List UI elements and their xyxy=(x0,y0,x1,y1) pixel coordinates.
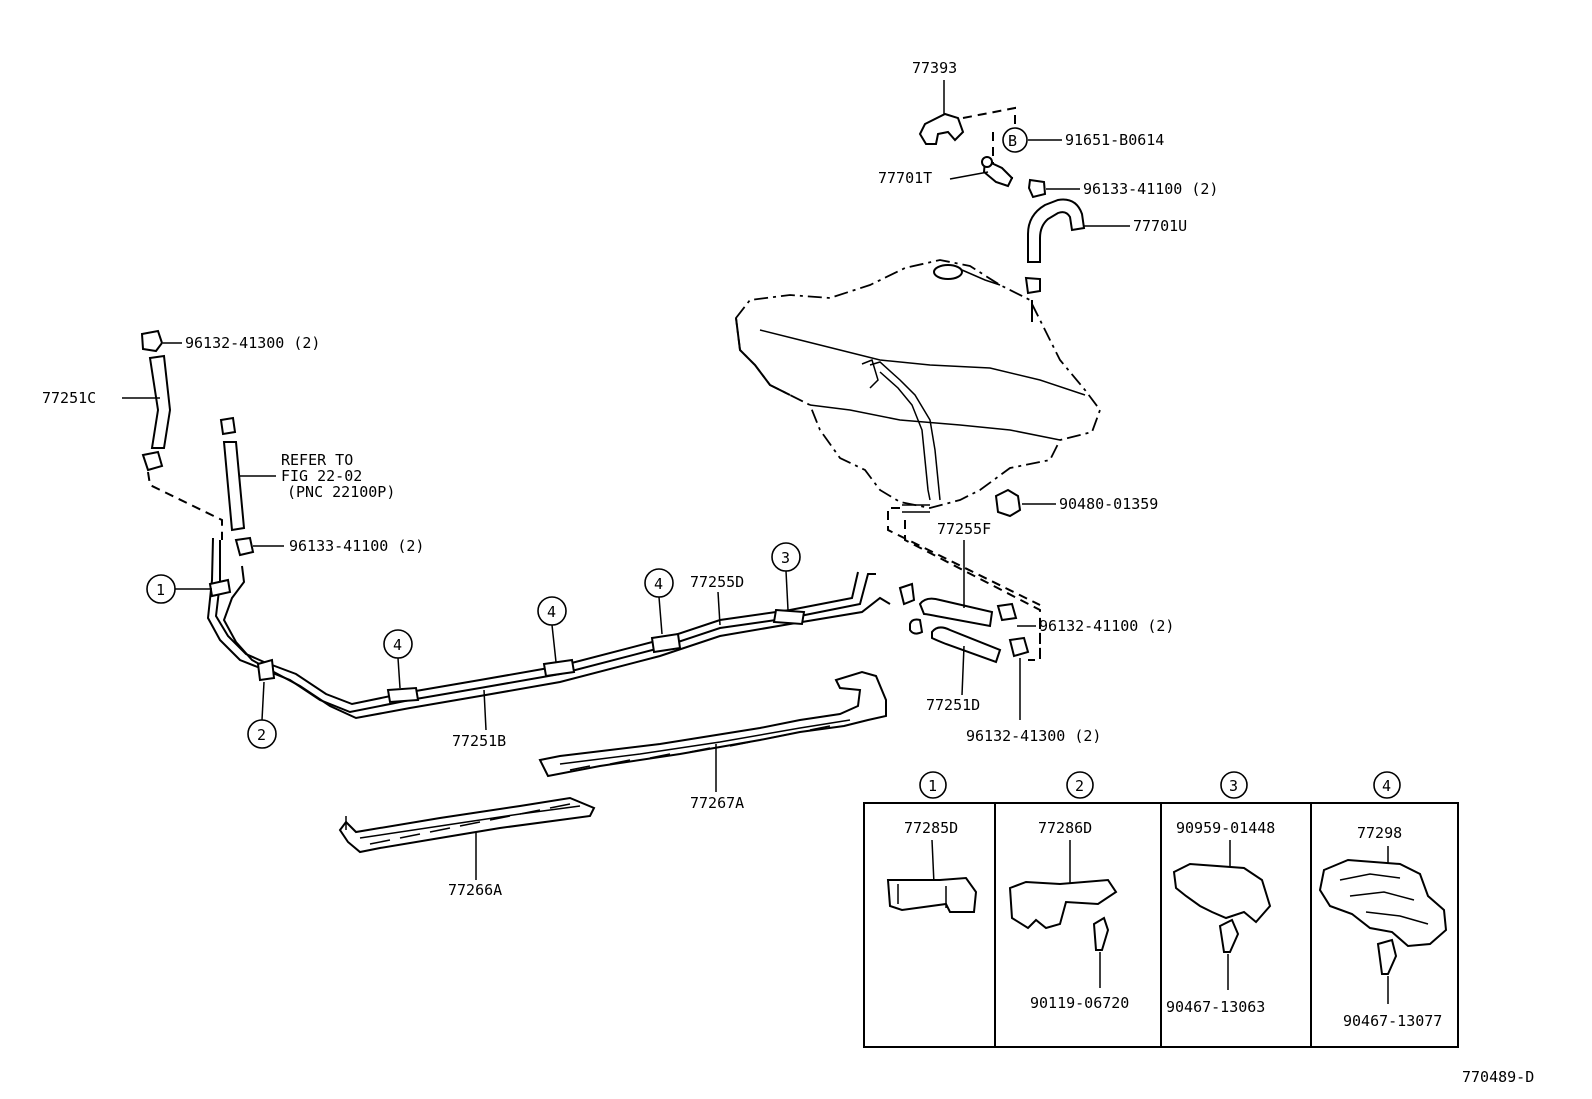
clamp-77298[interactable] xyxy=(1318,858,1448,948)
label-77251d: 77251D xyxy=(926,696,980,714)
callout-4c-label: 4 xyxy=(654,575,663,593)
label-77251b: 77251B xyxy=(452,732,506,750)
clip-96132-bottom[interactable] xyxy=(1008,636,1030,658)
label-pnc-22100p: (PNC 22100P) xyxy=(287,483,395,501)
label-77255d: 77255D xyxy=(690,573,744,591)
hose-77701u[interactable] xyxy=(1027,198,1086,263)
label-77701u: 77701U xyxy=(1133,217,1187,235)
bracket-77393[interactable] xyxy=(918,112,965,145)
label-77393: 77393 xyxy=(912,59,957,77)
label-90480-01359: 90480-01359 xyxy=(1059,495,1158,513)
clamp-90959-01448[interactable] xyxy=(1172,862,1272,924)
label-91651-b0614: 91651-B0614 xyxy=(1065,131,1164,149)
callout-4a-label: 4 xyxy=(393,636,402,654)
diagram-id: 770489-D xyxy=(1462,1068,1534,1086)
clamp-77285d[interactable] xyxy=(886,876,978,913)
detail-4-bolt-label: 90467-13077 xyxy=(1343,1012,1442,1030)
clip-96133-top[interactable] xyxy=(1027,178,1047,199)
detail-3-clamp-label: 90959-01448 xyxy=(1176,819,1275,837)
label-77701t: 77701T xyxy=(878,169,932,187)
fuel-tank[interactable] xyxy=(735,259,1102,513)
grommet-90480[interactable] xyxy=(994,488,1022,518)
detail-2-number-icon xyxy=(1066,771,1094,799)
detail-1-number: 1 xyxy=(928,777,937,795)
clip-96132-right[interactable] xyxy=(996,602,1018,622)
detail-4-number-icon xyxy=(1373,771,1401,799)
detail-3-number: 3 xyxy=(1229,777,1238,795)
label-77255f: 77255F xyxy=(937,520,991,538)
detail-boxes xyxy=(863,802,1459,1048)
label-96132-41100-right: 96132-41100 (2) xyxy=(1039,617,1174,635)
clamp-77286d[interactable] xyxy=(1008,878,1118,930)
detail-1-number-icon xyxy=(919,771,947,799)
hose-77251d[interactable] xyxy=(931,626,1002,664)
hose-77255f[interactable] xyxy=(918,597,994,628)
detail-2-bolt-label: 90119-06720 xyxy=(1030,994,1129,1012)
callout-4b-label: 4 xyxy=(547,603,556,621)
detail-3-number-icon xyxy=(1220,771,1248,799)
detail-4-number: 4 xyxy=(1382,777,1391,795)
hose-refer-fig[interactable] xyxy=(222,441,246,532)
callout-b-icon xyxy=(1002,127,1028,153)
detail-3-bolt-label: 90467-13063 xyxy=(1166,998,1265,1016)
clip-96132-left-top[interactable] xyxy=(140,329,164,353)
protector-77266a[interactable] xyxy=(338,796,596,854)
callout-2-label: 2 xyxy=(257,726,266,744)
detail-4-clamp-label: 77298 xyxy=(1357,824,1402,842)
label-77251c: 77251C xyxy=(42,389,96,407)
label-96132-41300-left: 96132-41300 (2) xyxy=(185,334,320,352)
label-fig-22-02: FIG 22-02 xyxy=(281,467,362,485)
callout-3-label: 3 xyxy=(781,549,790,567)
hose-77251c[interactable] xyxy=(148,354,172,449)
label-77267a: 77267A xyxy=(690,794,744,812)
label-96132-41300-bottom: 96132-41300 (2) xyxy=(966,727,1101,745)
label-77266a: 77266A xyxy=(448,881,502,899)
callout-b-label: B xyxy=(1008,132,1017,150)
detail-2-number: 2 xyxy=(1075,777,1084,795)
callout-1-label: 1 xyxy=(156,581,165,599)
protector-77267a[interactable] xyxy=(538,670,887,778)
detail-1-clamp-label: 77285D xyxy=(904,819,958,837)
label-refer-to: REFER TO xyxy=(281,451,353,469)
detail-2-clamp-label: 77286D xyxy=(1038,819,1092,837)
label-96133-41100-left: 96133-41100 (2) xyxy=(289,537,424,555)
clip-96133-left[interactable] xyxy=(234,536,255,557)
label-96133-41100-top: 96133-41100 (2) xyxy=(1083,180,1218,198)
